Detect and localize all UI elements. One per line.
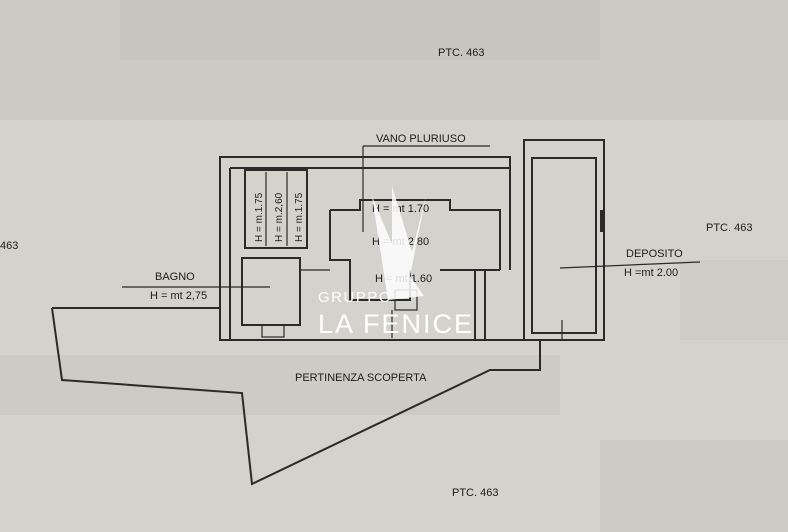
vano-height-1: H = mt 1.70	[372, 203, 429, 215]
parcel-label-left: 463	[0, 240, 18, 252]
main-building	[219, 156, 511, 340]
watermark-flame-icon	[372, 186, 426, 300]
closet-height-1: H = m.1.75	[254, 192, 265, 242]
vano-label: VANO PLURIUSO	[376, 133, 466, 145]
bagno-label: BAGNO	[155, 271, 195, 283]
watermark-logo: GRUPPO LA FENICE	[318, 186, 474, 339]
deposito-label: DEPOSITO	[626, 248, 683, 260]
parcel-label-top: PTC. 463	[438, 47, 484, 59]
deposito-height: H =mt 2.00	[624, 267, 678, 279]
leader-lines	[122, 145, 701, 288]
closet-height-2: H = m.2,60	[274, 192, 285, 242]
parcel-label-bottom: PTC. 463	[452, 487, 498, 499]
bagno-height: H = mt 2,75	[150, 290, 207, 302]
deposito-building	[523, 139, 605, 341]
pertinenza-label: PERTINENZA SCOPERTA	[295, 372, 427, 384]
parcel-label-right: PTC. 463	[706, 222, 752, 234]
watermark-line1: GRUPPO	[318, 289, 392, 306]
watermark-line2: LA FENICE	[318, 309, 474, 339]
closet-height-3: H = m.1.75	[294, 192, 305, 242]
